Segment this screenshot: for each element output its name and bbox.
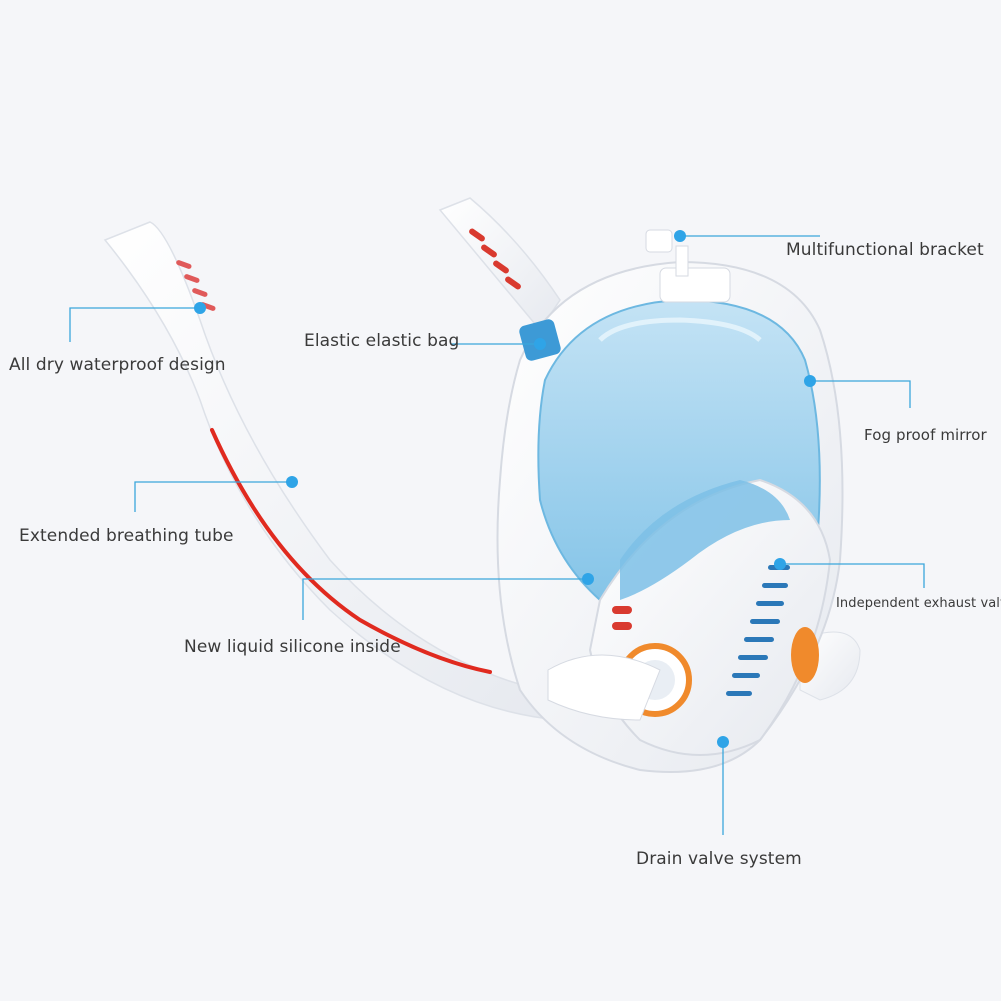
red-tube-stripe	[210, 428, 492, 674]
label-multifunctional-bracket: Multifunctional bracket	[786, 240, 984, 260]
mask-frame	[496, 229, 844, 773]
callout-lines	[69, 230, 925, 835]
label-liquid-silicone: New liquid silicone inside	[184, 637, 401, 657]
label-breathing-tube: Extended breathing tube	[19, 526, 234, 546]
side-vents	[612, 606, 632, 630]
label-drain-valve: Drain valve system	[636, 849, 802, 869]
right-valve	[791, 627, 819, 683]
label-dry-design: All dry waterproof design	[9, 355, 226, 375]
label-fog-proof-mirror: Fog proof mirror	[864, 426, 987, 444]
exhaust-slots	[726, 565, 790, 696]
label-elastic-bag: Elastic elastic bag	[304, 331, 460, 351]
mount-bracket	[659, 267, 731, 303]
label-exhaust-valve: Independent exhaust valve	[836, 596, 1001, 611]
